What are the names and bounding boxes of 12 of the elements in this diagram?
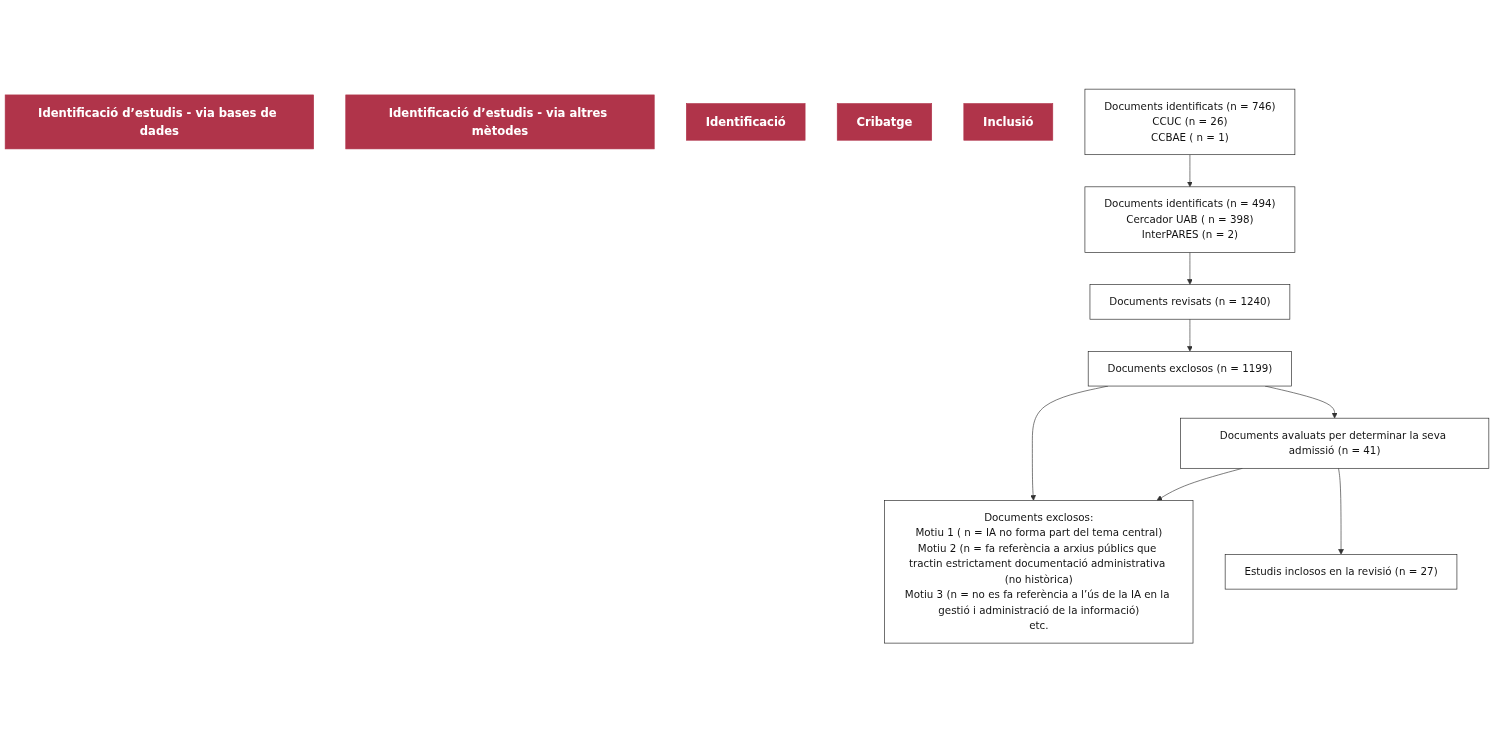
node-box: Identificació [686, 103, 806, 141]
node-box: Cribatge [836, 103, 933, 141]
node-box: Documents identificats (n = 494) Cercador UAB ( n = 398) InterPARES (n = 2) [1084, 186, 1296, 253]
node-box: Estudis inclosos en la revisió (n = 27) [1224, 553, 1458, 590]
node-box: Documents avaluats per determinar la seva admissió (n = 41) [1180, 417, 1490, 469]
node-box: Identificació d’estudis - via bases de dades [4, 94, 314, 150]
node-box: Documents exclosos (n = 1199) [1087, 350, 1292, 387]
node-box: Documents revisats (n = 1240) [1089, 284, 1291, 320]
node-box: Identificació d’estudis - via altres mètodes [345, 94, 655, 150]
node-box: Documents identificats (n = 746) CCUC (n = 26) CCBAE ( n = 1) [1084, 88, 1296, 155]
node-box: Documents exclosos: Motiu 1 ( n = IA no forma part del tema central) Motiu 2 (n = fa referència a arxius públics que tractin estrictament documentació administrativa (no històrica) Motiu 3 (n = no es fa referència a l’ús de la IA en la gestió i administració de la informació) etc. [884, 500, 1194, 644]
node-box: Inclusió [963, 103, 1054, 141]
